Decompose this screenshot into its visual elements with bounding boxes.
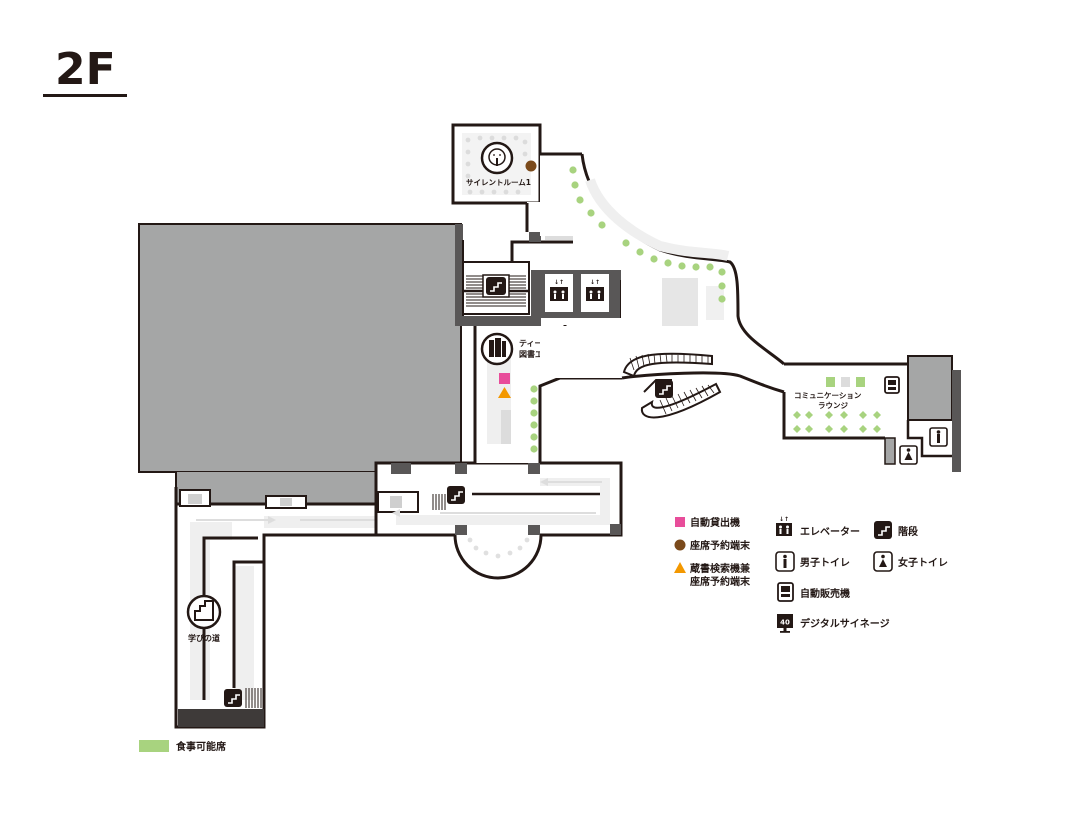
legend-dining-label: 食事可能席 (175, 740, 226, 753)
stairs-icon-escalator (655, 380, 673, 398)
escalators (622, 352, 722, 419)
floor-title: 2F (55, 44, 116, 95)
elevator-2: ↓↑ (577, 270, 621, 318)
teens-area-label-line1: ティーンズ (519, 338, 558, 348)
legend-mens-restroom-icon (775, 551, 795, 572)
book-icon (480, 332, 514, 366)
svg-text:↓↑: ↓↑ (779, 516, 789, 523)
stairs-icon-core (482, 274, 510, 298)
self-checkout-marker (499, 373, 510, 384)
legend-dining-swatch (139, 740, 169, 752)
legend-search-terminal-swatch (674, 562, 686, 573)
east-wall (952, 370, 961, 472)
lounge-label-line1: コミュニケーション (794, 391, 862, 400)
learning-path-icon (186, 594, 222, 630)
lounge-furniture (793, 377, 881, 433)
stairwell-core (455, 224, 573, 326)
vending-machine-marker (884, 376, 900, 394)
svg-text:40: 40 (780, 619, 790, 627)
stairs-icon-center (432, 486, 465, 510)
search-terminal-marker (498, 387, 511, 398)
legend-digital-signage-icon: 40 (777, 614, 793, 633)
legend-digital-signage-label: デジタルサイネージ (800, 617, 890, 630)
learning-path-label: 学びの道 (188, 633, 220, 643)
legend-vending-machine-icon (777, 582, 794, 602)
central-lower-room (374, 461, 623, 580)
legend-search-terminal-label-line1: 蔵書検索機兼 (690, 562, 750, 575)
east-gray-block (907, 355, 953, 421)
legend-stairs-icon (874, 521, 892, 539)
legend-seat-terminal-label: 座席予約端末 (689, 539, 751, 552)
silent-room-label: サイレントルーム1 (466, 178, 531, 187)
dining-seats-teens (530, 385, 538, 453)
restroom-block (884, 420, 952, 465)
floor-title-underline (43, 94, 127, 97)
legend-womens-restroom-label: 女子トイレ (898, 556, 948, 569)
legend-mens-restroom-label: 男子トイレ (800, 557, 850, 569)
learning-path-corridor (174, 487, 386, 729)
silence-icon (480, 141, 514, 175)
legend-search-terminal-label-line2: 座席予約端末 (689, 575, 751, 588)
legend-vending-machine-label: 自動販売機 (800, 587, 850, 600)
legend-elevator-icon: ↓↑ (776, 516, 792, 536)
legend: 自動貸出機 座席予約端末 蔵書検索機兼 座席予約端末 ↓↑ エレベーター 階段 … (139, 516, 948, 753)
svg-text:↓↑: ↓↑ (554, 279, 564, 286)
legend-elevator-label: エレベーター (800, 526, 860, 538)
stairs-icon-left (224, 688, 262, 708)
legend-seat-terminal-swatch (674, 539, 686, 551)
legend-stairs-label: 階段 (898, 525, 918, 538)
elevator-1: ↓↑ (531, 270, 577, 318)
lounge-label-line2: ラウンジ (818, 401, 848, 410)
legend-womens-restroom-icon (873, 551, 893, 572)
dining-seats-corridor (569, 166, 726, 303)
seat-terminal-marker (525, 160, 537, 172)
legend-self-checkout-swatch (675, 517, 685, 527)
atrium-void (138, 223, 462, 473)
legend-self-checkout-label: 自動貸出機 (690, 516, 740, 529)
teens-area-label-line2: 図書エリア (519, 349, 559, 359)
svg-text:↓↑: ↓↑ (590, 279, 600, 286)
